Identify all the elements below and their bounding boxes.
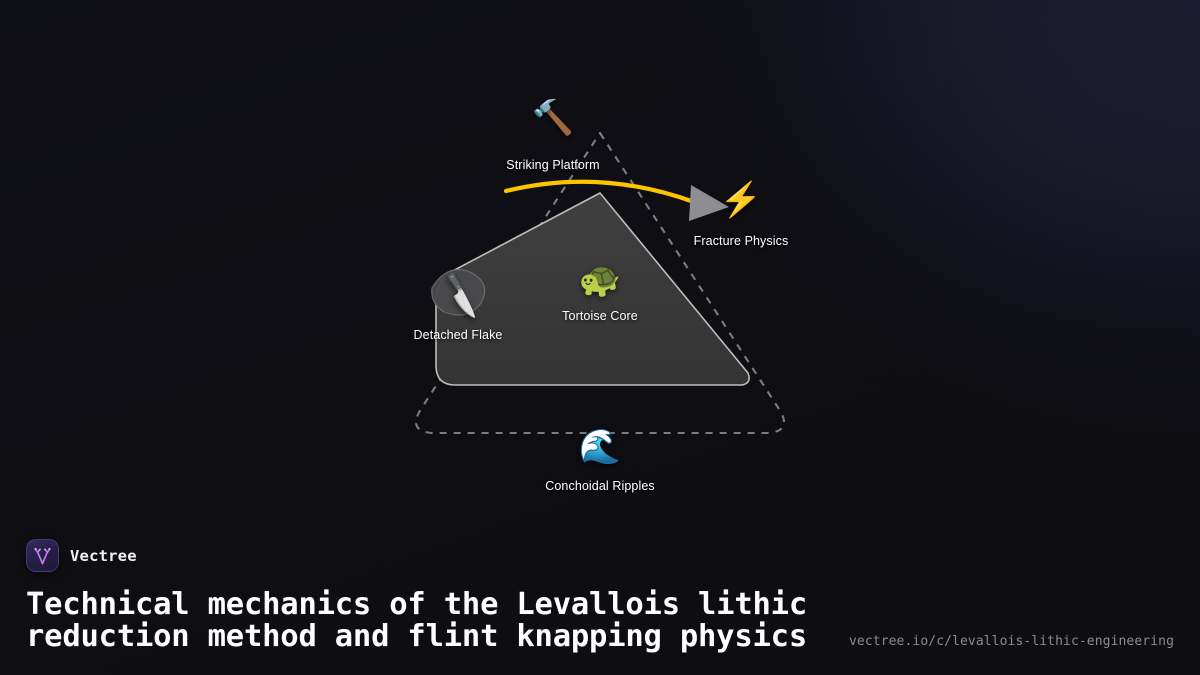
turtle-icon: 🐢 bbox=[578, 261, 622, 299]
detached-flake-shape bbox=[431, 269, 486, 316]
fracture-arc bbox=[503, 179, 697, 205]
fracture-arc-arrowhead bbox=[689, 185, 729, 221]
boundary-outline bbox=[414, 131, 786, 435]
page-title: Technical mechanics of the Levallois lit… bbox=[26, 587, 807, 654]
concept-diagram: 🔨 ⚡ 🐢 🔪 🌊 Striking Platform Fracture Phy… bbox=[414, 99, 789, 493]
brand-name: Vectree bbox=[70, 546, 137, 565]
vectree-branch-v-icon bbox=[26, 539, 59, 572]
footer: Vectree Technical mechanics of the Leval… bbox=[0, 539, 1200, 675]
hammer-icon: 🔨 bbox=[531, 99, 575, 137]
wave-icon: 🌊 bbox=[578, 428, 622, 466]
source-url: vectree.io/c/levallois-lithic-engineerin… bbox=[849, 634, 1174, 649]
brand: Vectree bbox=[26, 539, 1174, 572]
lightning-icon: ⚡ bbox=[719, 181, 763, 219]
